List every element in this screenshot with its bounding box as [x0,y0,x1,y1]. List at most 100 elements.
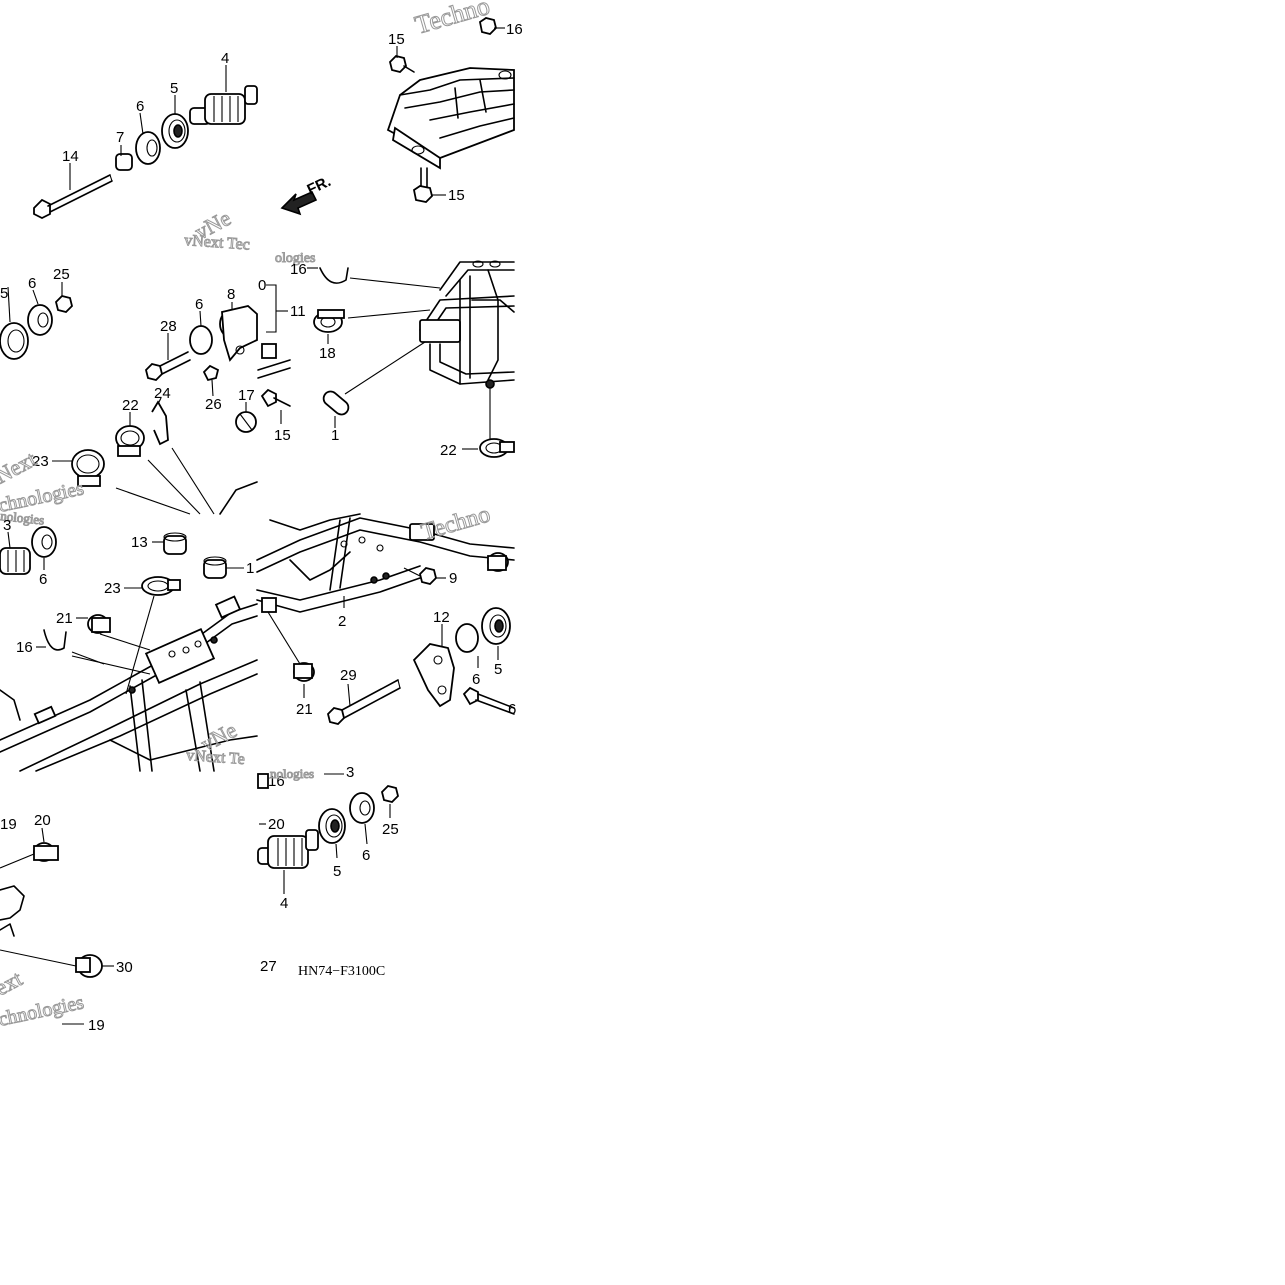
tile-e: 3 6 13 1 23 21 16 vNext Te vNe [0,517,258,772]
callout-label: 24 [154,385,171,402]
washer-part [189,325,213,355]
spindle-part [189,85,258,125]
callout-label: 16 [506,21,523,38]
nut-part [55,295,73,313]
mounting-plate-part [412,643,455,708]
flange-bolt-part [412,167,433,203]
callout-label: 22 [440,442,457,459]
callout-label: 21 [296,701,313,718]
callout-label: 20 [34,812,51,829]
hose-clip-part [319,267,349,284]
callout-label: 17 [238,387,255,404]
callout-label: 8 [227,286,235,303]
hose-clip-part [43,629,67,651]
callout-label: 11 [290,303,306,320]
callout-label: 0 [258,277,266,294]
bracket-part [0,885,25,937]
nut-part [419,567,437,585]
watermark-text: nologies [0,508,45,528]
callout-label: 23 [32,453,49,470]
callout-label: 28 [160,318,177,335]
bracket-part [151,400,169,446]
callout-label: 27 [260,958,277,975]
clamp-part [487,552,509,572]
clamp-part [71,449,105,487]
skid-plate-part [386,67,515,170]
tile-a: 14 7 6 5 4 vNext Tec vNe [33,50,258,254]
rubber-mount-part [163,532,187,555]
callout-label: 9 [449,570,457,587]
callout-label: 21 [56,610,73,627]
watermark-text: vNext Te [186,747,246,768]
center-frame-part [256,513,515,613]
bolt-part [327,679,401,725]
washer-part [135,131,161,165]
rubber-mount-part [203,556,227,579]
main-frame-part [0,595,258,772]
callout-label: 3 [3,517,11,534]
spindle-part [0,547,31,575]
callout-label: 6 [39,571,47,588]
callout-label: 4 [280,895,288,912]
callout-label: 6 [28,275,36,292]
flange-bolt-part [389,55,415,73]
callout-label: 6 [136,98,144,115]
watermark-text: vNext Tec [184,232,251,254]
pipe-part [322,390,350,416]
clamp-part [479,438,515,458]
watermark-text: nologies [270,766,314,781]
callout-label: 5 [170,80,178,97]
washer-part [31,526,57,558]
bolt-part [202,364,220,382]
tile-h: 16 3 20 5 6 25 4 27 HN74−F3100C nologies [257,764,399,979]
callout-label: 5 [333,863,341,880]
callout-label: 7 [116,129,124,146]
callout-label: 26 [205,396,222,413]
rear-frame-part [419,260,515,389]
flange-bolt-part [260,388,277,408]
clamp-part [33,842,59,862]
callout-label: 19 [0,816,17,833]
callout-label: 4 [221,50,229,67]
callout-label: 6 [195,296,203,313]
fastener-fragment [257,773,269,789]
watermark-text: ologies [275,251,315,266]
callout-label: 6 [362,847,370,864]
clamp-part [141,576,181,596]
callout-label: 25 [382,821,399,838]
callout-label: 22 [122,397,139,414]
callout-label: 15 [274,427,291,444]
callout-label: 6 [508,701,516,718]
nut-part [381,785,399,803]
callout-label: 25 [53,266,70,283]
callout-label: 18 [319,345,336,362]
bolt-part [462,686,515,715]
clamp-part [313,309,345,333]
washer-part [349,792,375,824]
callout-label: 2 [338,613,346,630]
callout-label: 5 [494,661,502,678]
tile-d: 15 0 11 16 18 1 22 [257,260,515,459]
callout-label: 29 [340,667,357,684]
grommet-part [235,411,257,433]
callout-label: 20 [268,816,285,833]
figure-code: HN74−F3100C [298,964,385,979]
callout-label: 5 [0,285,8,302]
callout-label: 13 [131,534,148,551]
collar-part [115,153,133,171]
tile-c: 5 6 25 28 6 8 26 22 24 17 23 Next chnolo… [0,266,258,528]
callout-label: 6 [472,671,480,688]
callout-label: 1 [331,427,339,444]
callout-label: 23 [104,580,121,597]
bolt-part [145,351,191,381]
washer-part [27,304,53,336]
bracket-bolt-set [257,343,291,379]
callout-label: 16 [268,773,285,790]
callout-label: 15 [388,31,405,48]
callout-label: 15 [448,187,465,204]
clamp-part [87,614,111,634]
callout-label: 16 [16,639,33,656]
callout-label: 30 [116,959,133,976]
callout-label: 1 [246,560,254,577]
